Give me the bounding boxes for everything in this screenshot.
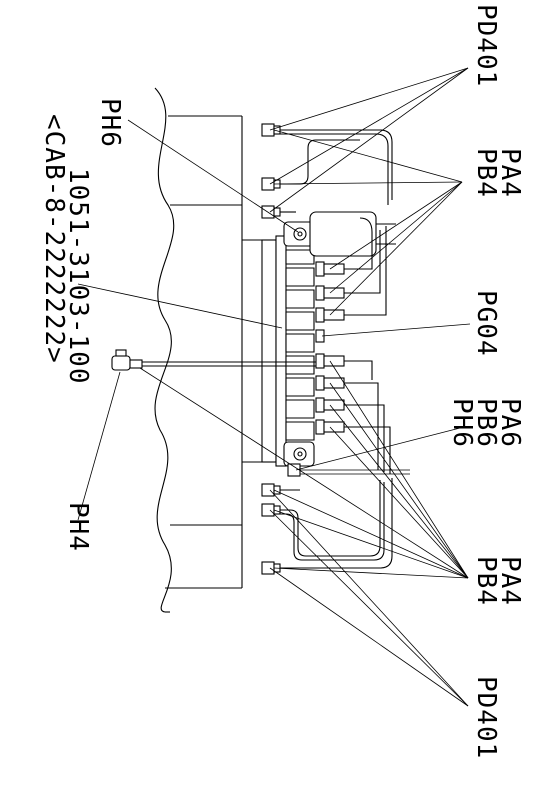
- svg-text:PH4: PH4: [63, 502, 93, 552]
- label-pd401-bottom: PD401: [471, 676, 501, 759]
- base-plate: [154, 87, 262, 613]
- label-ph6-right: PH6: [447, 398, 477, 448]
- label-pb6: PB6: [471, 398, 501, 448]
- svg-text:1051-3103-100: 1051-3103-100: [63, 168, 93, 385]
- svg-text:<CAB-8-2222222>: <CAB-8-2222222>: [39, 114, 69, 364]
- label-cab-code: <CAB-8-2222222>: [39, 114, 69, 364]
- label-part-number: 1051-3103-100: [63, 168, 93, 385]
- label-ph6-left: PH6: [95, 98, 125, 148]
- label-pa6: PA6: [495, 398, 525, 448]
- svg-text:PB6: PB6: [471, 398, 501, 448]
- svg-text:PG04: PG04: [471, 290, 501, 357]
- label-pd401-top: PD401: [471, 4, 501, 87]
- label-pb4-bottom: PB4: [471, 556, 501, 606]
- label-pb4-top: PB4: [471, 148, 501, 198]
- return-loop-bottom: [280, 478, 393, 569]
- manifold-block: [261, 211, 396, 467]
- svg-text:PH6: PH6: [447, 398, 477, 448]
- svg-text:PH6: PH6: [95, 98, 125, 148]
- label-pg04: PG04: [471, 290, 501, 357]
- svg-text:PA6: PA6: [495, 398, 525, 448]
- svg-text:PB4: PB4: [471, 148, 501, 198]
- return-loop-top: [280, 129, 393, 213]
- label-pa4-bottom: PA4: [495, 556, 525, 606]
- svg-text:PA4: PA4: [495, 556, 525, 606]
- label-pa4-top: PA4: [495, 148, 525, 198]
- svg-text:PD401: PD401: [471, 676, 501, 759]
- leader-lines: [77, 67, 471, 707]
- label-ph4: PH4: [63, 502, 93, 552]
- svg-text:PD401: PD401: [471, 4, 501, 87]
- svg-text:PB4: PB4: [471, 556, 501, 606]
- ph4-fitting: [111, 349, 316, 371]
- manifold-fittings: [315, 261, 345, 435]
- svg-text:PA4: PA4: [495, 148, 525, 198]
